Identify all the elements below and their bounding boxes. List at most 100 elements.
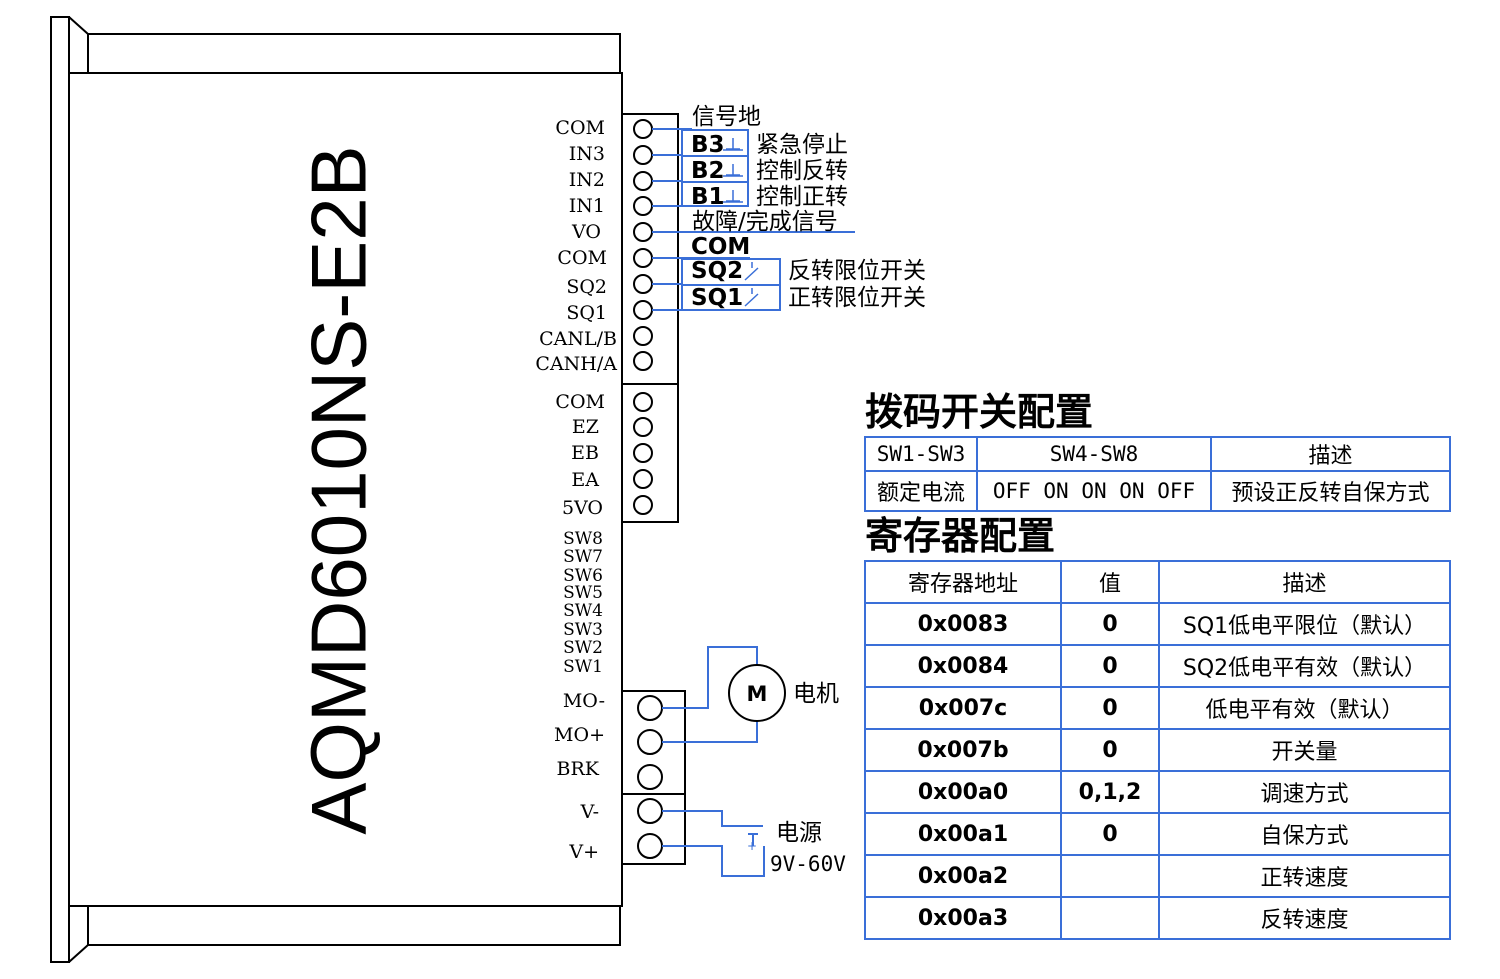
- b2-label: B2: [691, 158, 725, 184]
- table-row: 0x0083 0 SQ1低电平限位（默认）: [864, 602, 1451, 646]
- pin-label-com: COM: [555, 117, 605, 139]
- power-wiring: [662, 810, 765, 877]
- motor-label: 电机: [793, 681, 839, 707]
- terminal-pin: [633, 392, 653, 412]
- dip-label: SW6: [563, 566, 603, 586]
- table-header-cell: 值: [1060, 560, 1160, 604]
- signal-ground-label: 信号地: [692, 104, 761, 130]
- register-desc: 开关量: [1158, 728, 1451, 772]
- table-header-cell: SW1-SW3: [864, 436, 978, 472]
- terminal-pin: [633, 222, 653, 242]
- dip-config-table: SW1-SW3 SW4-SW8 描述 额定电流 OFF ON ON ON OFF…: [864, 436, 1451, 512]
- dip-label: SW8: [563, 529, 603, 549]
- terminal-pin: [633, 495, 653, 515]
- pin-label-vo: VO: [571, 221, 601, 243]
- b2-desc: 控制反转: [756, 158, 848, 184]
- pin-label-v-plus: V+: [568, 841, 599, 863]
- dip-label: SW1: [563, 657, 603, 677]
- register-config-title: 寄存器配置: [865, 514, 1056, 558]
- register-desc: 反转速度: [1158, 896, 1451, 940]
- pin-label-ea: EA: [571, 469, 599, 491]
- encoder-connector: COM EZ EB EA 5VO: [555, 391, 653, 519]
- upper-connector: COM IN3 IN2 IN1 VO COM SQ2 SQ1 CANL/B CA…: [535, 117, 653, 375]
- terminal-pin: [633, 145, 653, 165]
- table-header-row: 寄存器地址 值 描述: [864, 560, 1451, 604]
- b1-desc: 控制正转: [756, 184, 848, 210]
- table-header-cell: 描述: [1158, 560, 1451, 604]
- pin-label-sq1: SQ1: [566, 302, 607, 324]
- terminal-pin: [633, 326, 653, 346]
- sq2-desc: 反转限位开关: [788, 258, 926, 284]
- power-connector: MO- MO+ BRK V- V+: [554, 690, 663, 863]
- b1-label: B1: [691, 184, 725, 210]
- table-row: 0x00a1 0 自保方式: [864, 812, 1451, 856]
- terminal-pin: [633, 300, 653, 320]
- table-row: 0x007c 0 低电平有效（默认）: [864, 686, 1451, 730]
- register-address: 0x00a0: [864, 770, 1062, 814]
- table-cell: 额定电流: [864, 470, 978, 512]
- pin-label-ez: EZ: [572, 416, 599, 438]
- fault-signal-label: 故障/完成信号: [692, 209, 838, 235]
- pin-label-enc-com: COM: [555, 391, 605, 413]
- motor-symbol: M: [747, 682, 768, 706]
- motor: M 电机: [728, 664, 839, 722]
- table-row: 0x00a3 反转速度: [864, 896, 1451, 940]
- register-value: 0,1,2: [1060, 770, 1160, 814]
- table-header-row: SW1-SW3 SW4-SW8 描述: [864, 436, 1451, 472]
- register-address: 0x00a1: [864, 812, 1062, 856]
- power-supply: + 电源 9V-60V: [747, 820, 846, 876]
- register-desc: 自保方式: [1158, 812, 1451, 856]
- terminal-pin: [637, 695, 663, 721]
- register-value: 0: [1060, 644, 1160, 688]
- dip-label: SW7: [563, 547, 603, 567]
- table-cell: OFF ON ON ON OFF: [976, 470, 1212, 512]
- register-desc: SQ2低电平有效（默认）: [1158, 644, 1451, 688]
- register-address: 0x0084: [864, 644, 1062, 688]
- terminal-pin: [637, 729, 663, 755]
- terminal-pin: [637, 833, 663, 859]
- com-label: COM: [691, 234, 750, 260]
- pin-label-canl: CANL/B: [539, 328, 617, 350]
- wiring-labels: 信号地 B3 紧急停止 B2 控制反转 B1 控制正转 故障/完成信号 COM …: [691, 104, 926, 311]
- pin-label-brk: BRK: [557, 758, 600, 780]
- terminal-pin: [637, 798, 663, 824]
- pin-label-mo-minus: MO-: [563, 690, 605, 712]
- battery-plus: +: [747, 839, 757, 853]
- motor-wiring: [662, 646, 758, 743]
- sq2-label: SQ2: [691, 258, 743, 284]
- b3-label: B3: [691, 132, 725, 158]
- pin-label-5vo: 5VO: [562, 497, 603, 519]
- sq1-label: SQ1: [691, 285, 743, 311]
- terminal-pin: [633, 417, 653, 437]
- pin-label-eb: EB: [571, 442, 599, 464]
- dip-switch-labels: SW8 SW7 SW6 SW5 SW4 SW3 SW2 SW1: [563, 529, 603, 677]
- table-cell: 预设正反转自保方式: [1210, 470, 1451, 512]
- pin-label-in3: IN3: [569, 143, 605, 165]
- register-address: 0x007c: [864, 686, 1062, 730]
- b3-desc: 紧急停止: [756, 132, 848, 158]
- table-row: 0x00a0 0,1,2 调速方式: [864, 770, 1451, 814]
- table-row: 0x007b 0 开关量: [864, 728, 1451, 772]
- register-desc: 调速方式: [1158, 770, 1451, 814]
- register-desc: SQ1低电平限位（默认）: [1158, 602, 1451, 646]
- sq1-desc: 正转限位开关: [788, 285, 926, 311]
- register-value: [1060, 854, 1160, 898]
- terminal-pin: [633, 248, 653, 268]
- dip-label: SW3: [563, 620, 603, 640]
- terminal-pin: [633, 119, 653, 139]
- register-desc: 低电平有效（默认）: [1158, 686, 1451, 730]
- register-address: 0x0083: [864, 602, 1062, 646]
- power-label: 电源: [776, 820, 822, 846]
- motor-icon: [728, 664, 786, 722]
- register-address: 0x007b: [864, 728, 1062, 772]
- pin-label-mo-plus: MO+: [554, 724, 605, 746]
- terminal-pin: [633, 171, 653, 191]
- register-address: 0x00a3: [864, 896, 1062, 940]
- register-value: 0: [1060, 686, 1160, 730]
- pin-label-in2: IN2: [569, 169, 605, 191]
- dip-label: SW5: [563, 583, 603, 603]
- register-value: 0: [1060, 728, 1160, 772]
- register-config-table: 寄存器地址 值 描述 0x0083 0 SQ1低电平限位（默认） 0x0084 …: [864, 560, 1451, 940]
- power-range: 9V-60V: [770, 852, 846, 876]
